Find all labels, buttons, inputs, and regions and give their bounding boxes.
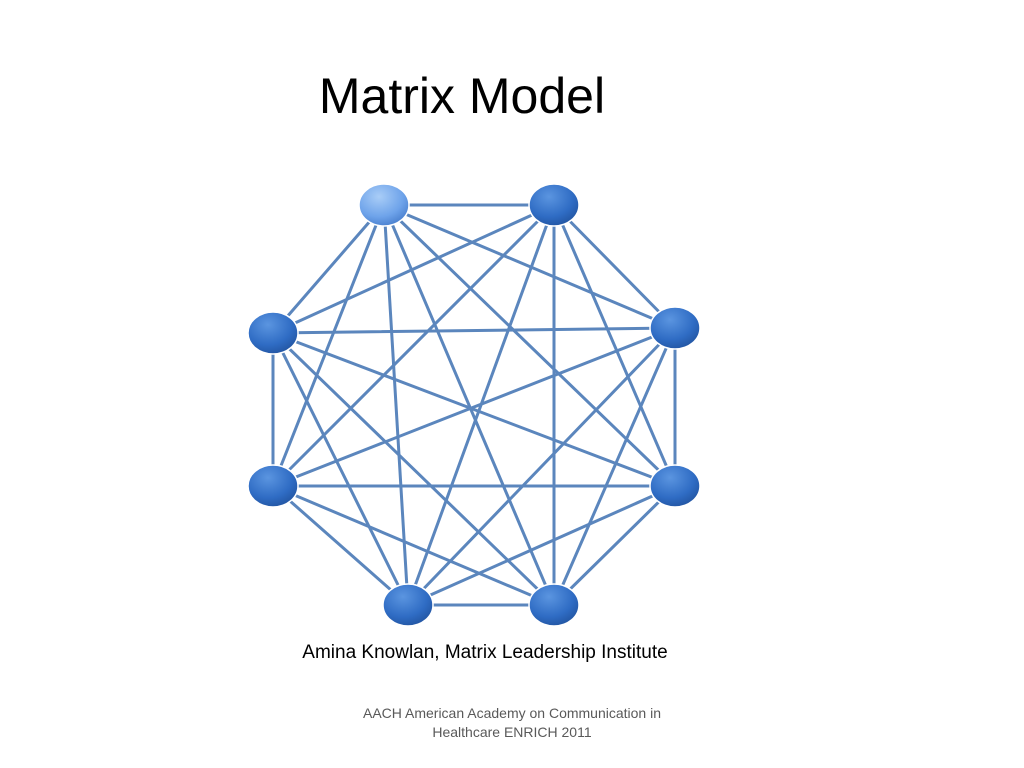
- edge-1-2: [552, 203, 677, 330]
- slide-footer: AACH American Academy on Communication i…: [362, 705, 662, 740]
- network-node-4: [649, 464, 701, 508]
- edge-3-7: [271, 331, 677, 488]
- edge-0-5: [382, 203, 410, 607]
- slide-title: Matrix Model: [318, 68, 606, 124]
- edge-3-4: [552, 484, 677, 607]
- edge-0-7: [271, 203, 386, 335]
- network-node-1: [358, 183, 410, 227]
- edge-2-7: [271, 326, 677, 335]
- network-node-6: [382, 583, 434, 627]
- network-node-8: [247, 311, 299, 355]
- edge-2-5: [406, 326, 677, 607]
- edge-5-6: [271, 484, 410, 607]
- edge-2-4: [552, 326, 677, 607]
- edge-1-3: [552, 203, 677, 488]
- network-node-7: [247, 464, 299, 508]
- edge-2-6: [271, 326, 677, 488]
- network-nodes: [247, 183, 701, 627]
- slide-subtitle: Amina Knowlan, Matrix Leadership Institu…: [302, 642, 668, 663]
- edge-0-6: [271, 203, 386, 488]
- network-node-3: [649, 306, 701, 350]
- edge-1-7: [271, 203, 556, 335]
- network-edges: [271, 203, 677, 607]
- edge-3-5: [406, 484, 677, 607]
- edge-4-6: [271, 484, 556, 607]
- edge-5-7: [271, 331, 410, 607]
- edge-1-6: [271, 203, 556, 488]
- edge-0-2: [382, 203, 677, 330]
- network-node-2: [528, 183, 580, 227]
- network-node-5: [528, 583, 580, 627]
- edge-4-7: [271, 331, 556, 607]
- edge-0-4: [382, 203, 556, 607]
